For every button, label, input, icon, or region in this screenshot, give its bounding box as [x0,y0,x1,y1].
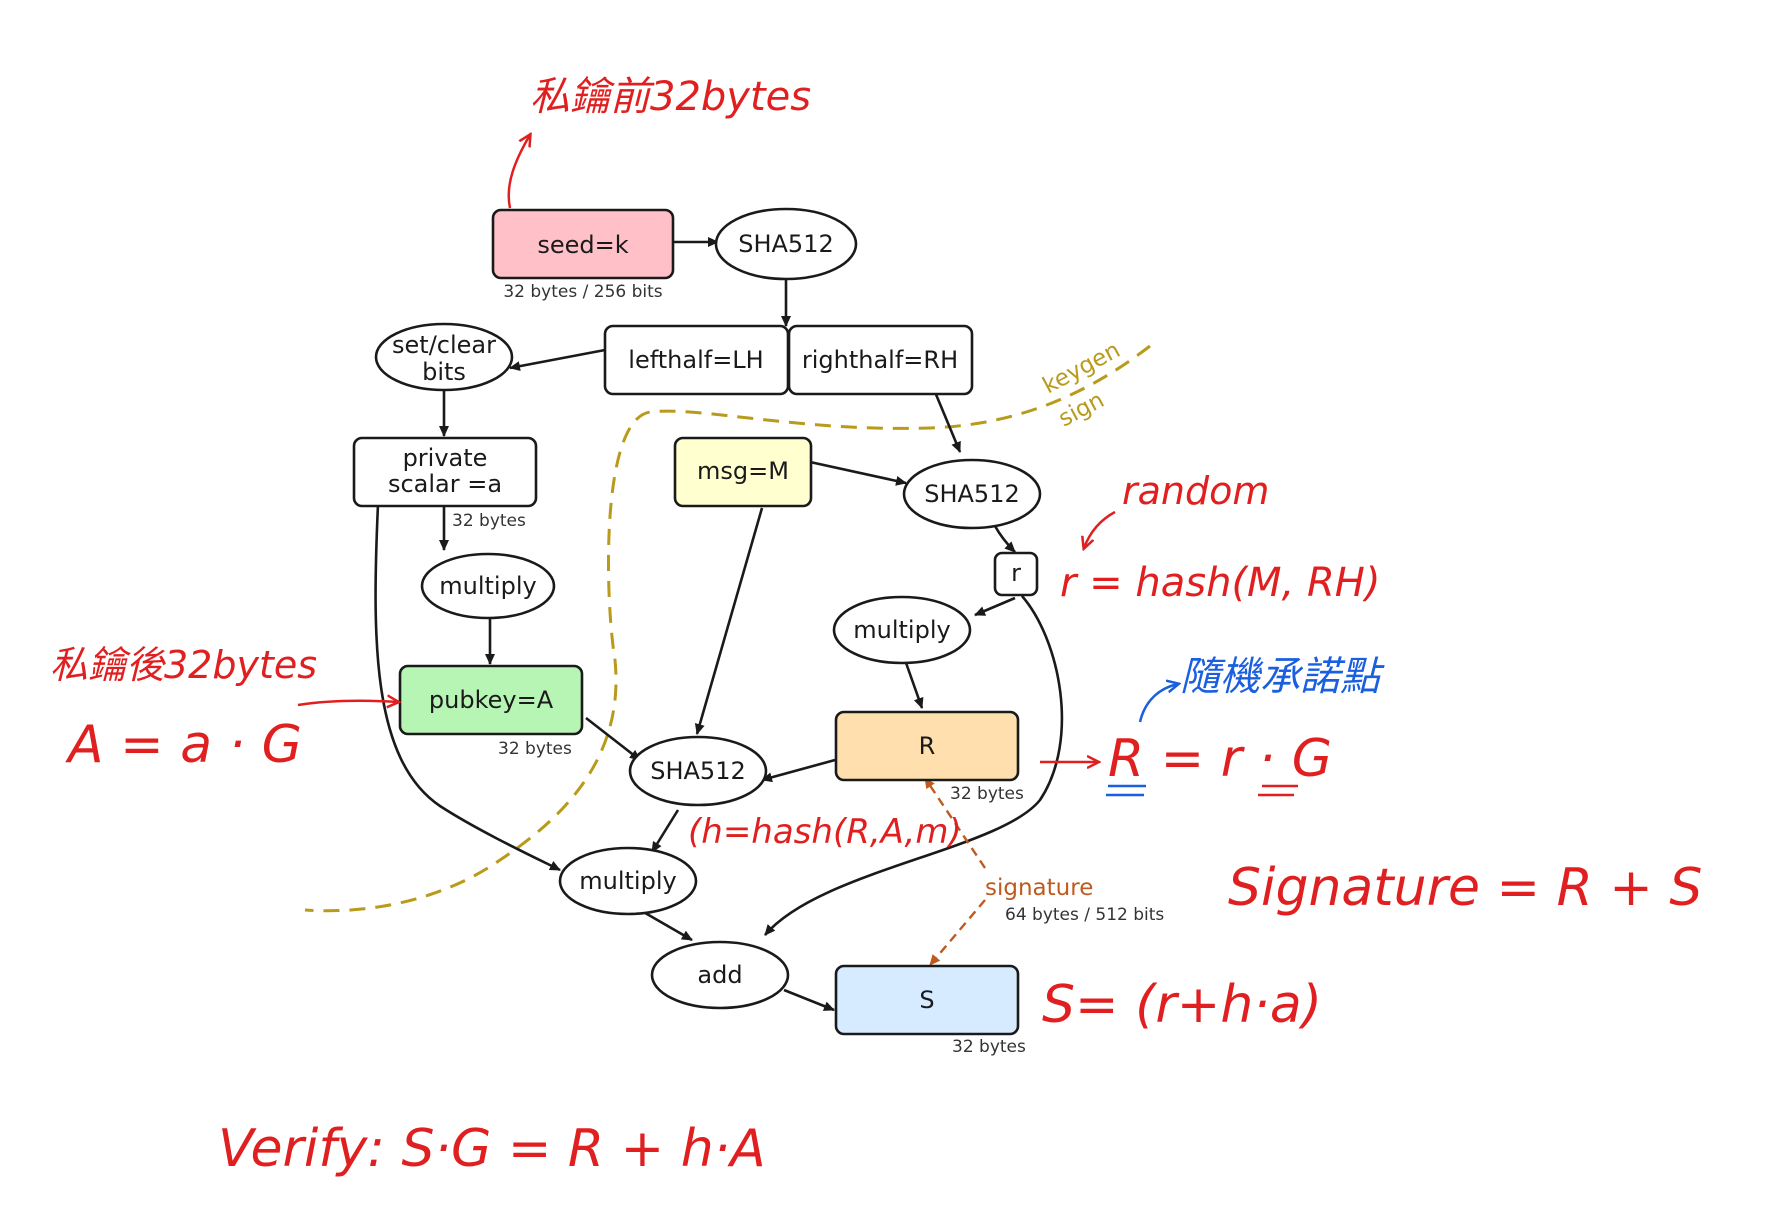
signature-arrows [924,777,986,966]
svg-text:SHA512: SHA512 [924,480,1020,508]
righthalf-node: righthalf=RH [787,324,974,396]
svg-text:multiply: multiply [579,867,676,895]
svg-text:scalar =a: scalar =a [388,470,502,498]
S-formula: S= (r+h·a) [1042,975,1322,1035]
svg-text:multiply: multiply [853,616,950,644]
verify-formula: Verify: S·G = R + h·A [218,1119,766,1179]
sha512-top-node: SHA512 [714,207,858,281]
random-note: random [1122,469,1269,513]
signature-label: signature [985,875,1093,901]
seed-note: 私鑰前32bytes [530,74,811,120]
sha512-r-node: SHA512 [902,458,1042,530]
svg-text:private: private [403,444,488,472]
private-size-label: 32 bytes [452,511,526,531]
h-formula: (h=hash(R,A,m) [688,812,962,852]
handwritten-annotations: 私鑰前32bytes 私鑰後32bytes A = a · G random r… [50,74,1702,1179]
pubkey-node: pubkey=A [398,664,584,736]
sign-label: sign [1054,387,1108,432]
svg-text:pubkey=A: pubkey=A [429,686,554,714]
r-node: r [993,551,1039,597]
svg-text:multiply: multiply [439,572,536,600]
pubkey-note: 私鑰後32bytes [50,643,317,687]
keygen-sign-boundary [304,344,1151,913]
svg-text:set/clear: set/clear [392,331,496,359]
R-note: 隨機承諾點 [1180,654,1385,700]
add-node: add [650,940,790,1010]
seed-note-arrow [507,135,530,209]
edges [374,237,1064,1012]
svg-text:bits: bits [422,358,466,386]
random-note-arrow [1084,510,1116,548]
R-note-arrow [1138,684,1178,723]
signature-size-label: 64 bytes / 512 bits [1005,905,1164,925]
setclear-bits-node: set/clear bits [374,322,514,392]
svg-text:righthalf=RH: righthalf=RH [802,346,958,374]
svg-text:msg=M: msg=M [697,457,789,485]
signature-formula: Signature = R + S [1228,858,1702,918]
seed-size-label: 32 bytes / 256 bits [503,282,662,302]
multiply-a-node: multiply [420,552,556,620]
pubkey-size-label: 32 bytes [498,739,572,759]
pubkey-formula: A = a · G [65,715,302,775]
pubkey-note-arrow [297,701,398,705]
svg-text:R: R [919,732,936,760]
sha512-h-node: SHA512 [628,735,768,807]
R-node: R [834,710,1020,782]
S-size-label: 32 bytes [952,1037,1026,1057]
svg-text:seed=k: seed=k [537,231,628,259]
multiply-r-node: multiply [832,595,972,665]
svg-text:S: S [919,986,934,1014]
seed-node: seed=k [491,208,675,280]
svg-text:SHA512: SHA512 [650,757,746,785]
S-node: S [834,964,1020,1036]
svg-text:SHA512: SHA512 [738,230,834,258]
lefthalf-node: lefthalf=LH [603,324,790,396]
msg-node: msg=M [673,436,813,508]
svg-text:add: add [697,961,742,989]
R-formula: R = r · G [1108,729,1332,789]
svg-text:lefthalf=LH: lefthalf=LH [628,346,763,374]
private-scalar-node: private scalar =a [352,436,538,508]
r-formula: r = hash(M, RH) [1060,560,1380,606]
svg-text:r: r [1011,559,1021,587]
R-size-label: 32 bytes [950,784,1024,804]
multiply-h-node: multiply [558,846,698,916]
